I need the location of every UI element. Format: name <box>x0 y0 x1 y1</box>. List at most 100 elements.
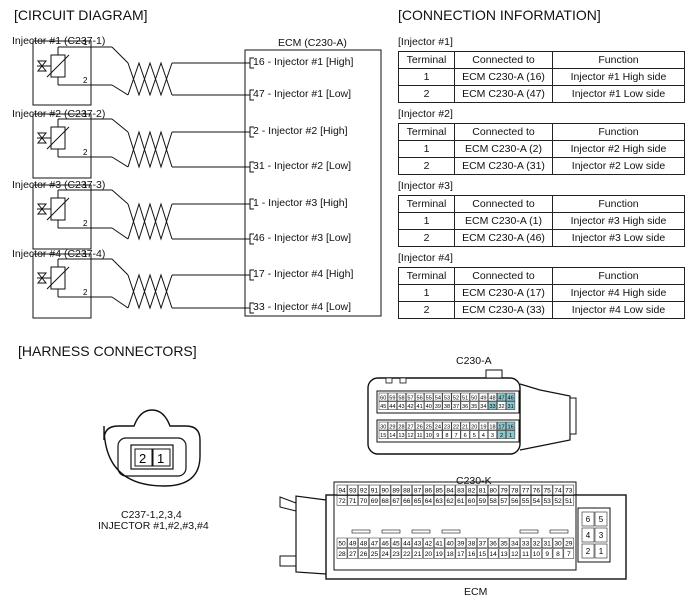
wire-low <box>111 296 129 309</box>
c230k-pin-94: 94 <box>338 488 346 495</box>
valve-icon <box>36 203 48 215</box>
c230a-pin-cell <box>497 392 507 402</box>
c230a-pin-cell <box>478 430 488 439</box>
header-function: Function <box>552 123 685 141</box>
cell-function: Injector #1 High side <box>552 68 685 86</box>
c230k-pin-cell <box>509 484 521 496</box>
c230k-pin-cell <box>552 548 564 559</box>
c230k-pin-46: 46 <box>382 541 390 548</box>
c230k-pin-cell <box>444 548 456 559</box>
injector-connector-box <box>32 113 92 179</box>
c230k-side-pin-5: 5 <box>599 515 604 524</box>
c230a-pin-cell <box>460 392 470 402</box>
coil-slash <box>46 126 70 150</box>
injector-pin-cell <box>152 448 171 467</box>
ecm-pin-47-label: 47 - Injector #1 [Low] <box>253 88 352 100</box>
coil-slash <box>46 197 70 221</box>
twisted-wire-a <box>127 273 173 310</box>
c230k-pin-66: 66 <box>403 498 411 505</box>
c230k-pin-27: 27 <box>349 551 357 558</box>
c230a-pin-cell <box>396 421 406 431</box>
c230a-pin-cell <box>487 392 497 402</box>
c230k-pin-16: 16 <box>468 551 476 558</box>
c230k-pin-39: 39 <box>457 541 465 548</box>
wire-high <box>111 258 129 276</box>
c230k-pin-38: 38 <box>468 541 476 548</box>
header-connected-to: Connected to <box>454 123 553 141</box>
c230k-pin-61: 61 <box>457 498 465 505</box>
c230a-lower-block <box>376 419 520 443</box>
c230a-pin-cell <box>406 392 416 402</box>
wire-low <box>111 84 129 96</box>
c230a-pin-cell <box>396 401 406 410</box>
c230a-pin-4: 4 <box>482 433 485 439</box>
c230k-pin-77: 77 <box>522 488 530 495</box>
cell-terminal: 2 <box>398 229 455 247</box>
pin-number-2: 2 <box>83 148 88 157</box>
c230a-pin-15: 15 <box>380 433 386 439</box>
c230a-pin-8: 8 <box>445 433 448 439</box>
c230a-pin-cell <box>487 430 497 439</box>
c230k-pin-cell <box>520 537 531 549</box>
pin-number-2: 2 <box>83 288 88 297</box>
c230k-pin-31: 31 <box>544 541 552 548</box>
c230k-pin-34: 34 <box>511 541 519 548</box>
c230k-pin-cell <box>369 548 380 559</box>
c230k-pin-93: 93 <box>349 488 357 495</box>
c230a-lever <box>519 383 571 451</box>
c230k-pin-92: 92 <box>360 488 368 495</box>
c230k-pin-cell <box>563 537 575 549</box>
c230a-pin-cell <box>387 401 397 410</box>
c230a-pin-41: 41 <box>417 404 423 410</box>
ecm-box <box>244 49 382 317</box>
c230a-pin-cell <box>433 421 443 431</box>
c230k-pin-cell <box>509 495 521 506</box>
c230k-pin-cell <box>423 484 434 496</box>
c230k-pin-cell <box>487 495 499 506</box>
c230k-pin-91: 91 <box>371 488 379 495</box>
c230k-pin-cell <box>531 495 542 506</box>
c230k-pin-17: 17 <box>457 551 465 558</box>
ecm-pin-33-label: 33 - Injector #4 [Low] <box>253 301 352 313</box>
c230a-pin-cell <box>460 401 470 410</box>
c230k-pin-65: 65 <box>414 498 422 505</box>
c230a-pin-44: 44 <box>389 404 395 410</box>
c230a-pin-cell <box>497 421 507 431</box>
c230k-pin-56: 56 <box>511 498 519 505</box>
injector-4-label: Injector #4 (C237-4) <box>12 248 106 260</box>
ecm-terminal-bracket <box>249 198 254 210</box>
c230k-pin-cell <box>379 484 391 496</box>
c230k-pin-cell <box>369 484 380 496</box>
c230a-pin-25: 25 <box>426 424 432 430</box>
c230k-pin-58: 58 <box>490 498 498 505</box>
c230k-pin-cell <box>336 537 348 549</box>
c230a-pin-3: 3 <box>491 433 494 439</box>
c230a-pin-cell <box>387 392 397 402</box>
c230k-pin-86: 86 <box>425 488 433 495</box>
c230k-pin-cell <box>390 495 402 506</box>
c230a-pin-60: 60 <box>380 395 386 401</box>
c230k-pin-64: 64 <box>425 498 433 505</box>
c230a-pin-29: 29 <box>389 424 395 430</box>
c230k-pin-20: 20 <box>425 551 433 558</box>
c230a-pin-33: 33 <box>489 404 495 410</box>
injector-connector-box <box>32 253 92 319</box>
c230a-pin-cell <box>442 392 452 402</box>
c230k-side-pin-cell <box>581 543 595 559</box>
c230a-pin-cell <box>378 430 388 439</box>
c230k-pin-9: 9 <box>545 551 549 558</box>
c230k-pin-73: 73 <box>565 488 573 495</box>
c230k-pin-14: 14 <box>490 551 498 558</box>
c230k-pin-cell <box>487 484 499 496</box>
injector-connector-box <box>32 184 92 250</box>
header-function: Function <box>552 51 685 69</box>
c230k-key-slot <box>549 529 569 534</box>
header-terminal: Terminal <box>398 51 455 69</box>
c230a-pin-31: 31 <box>508 404 514 410</box>
c230a-pin-38: 38 <box>444 404 450 410</box>
c230k-pin-cell <box>358 548 369 559</box>
c230a-pin-cell <box>478 421 488 431</box>
